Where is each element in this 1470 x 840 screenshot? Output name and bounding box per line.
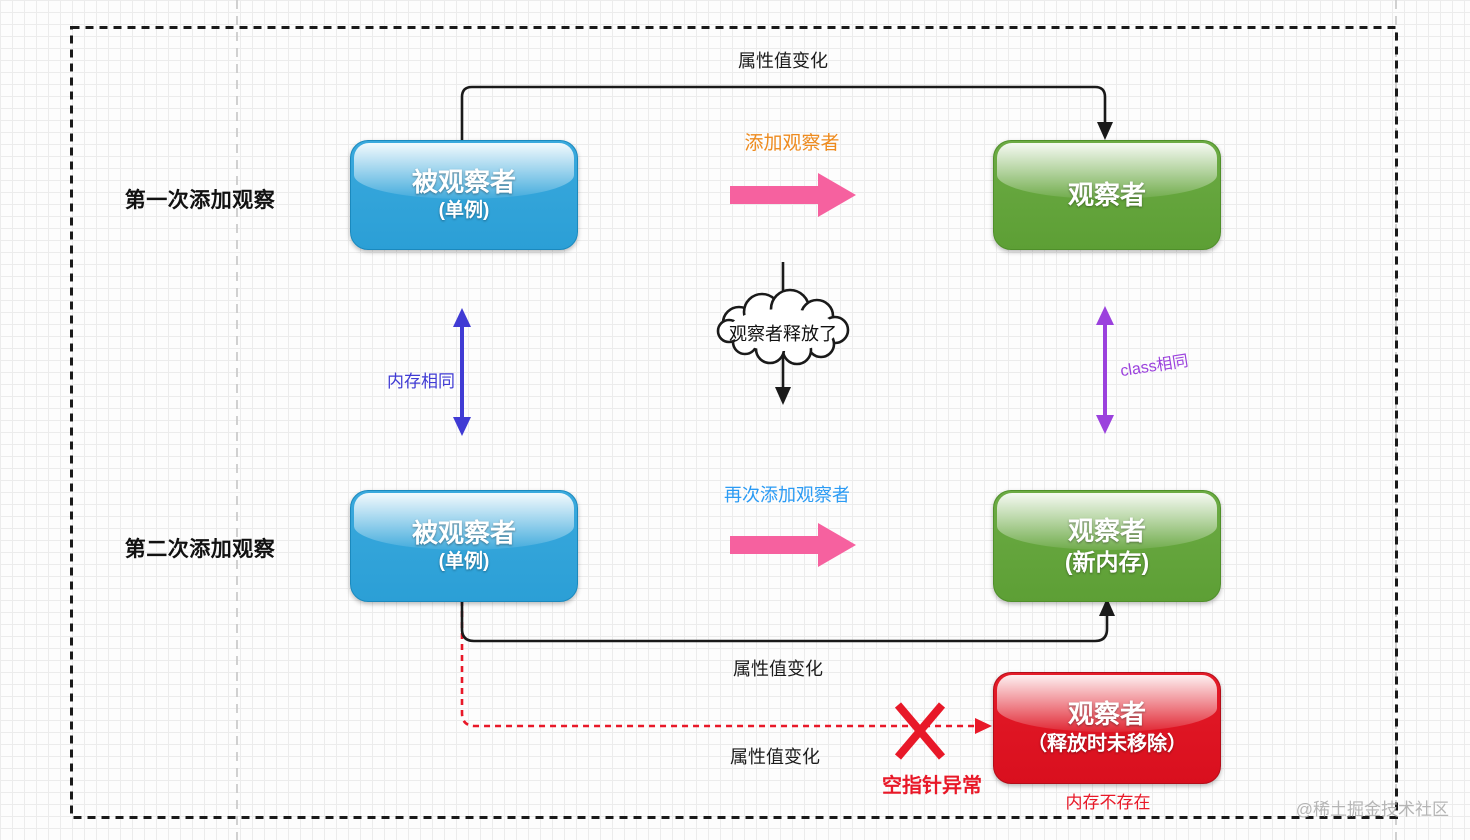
node-title: 观察者 — [1067, 516, 1146, 546]
node-title: 被观察者 — [411, 518, 516, 548]
guide-lines — [236, 0, 1397, 840]
pink-block-arrow-2 — [730, 523, 856, 567]
label-attr-change-bottom: 属性值变化 — [730, 747, 820, 767]
error-x-icon — [894, 702, 946, 760]
pink-block-arrow-1 — [730, 173, 856, 217]
node-subtitle: (单例) — [438, 200, 490, 221]
node-title: 观察者 — [1067, 699, 1146, 729]
red-dashed-arrowhead — [975, 718, 992, 734]
node-title: 观察者 — [1067, 180, 1146, 210]
label-attr-change-mid: 属性值变化 — [733, 659, 823, 679]
diagram-dashed-border — [70, 26, 1398, 819]
node-subtitle: (单例) — [438, 551, 490, 572]
label-re-add-observer: 再次添加观察者 — [724, 485, 850, 505]
row1-label: 第一次添加观察 — [124, 189, 276, 212]
pink-block-arrows — [730, 173, 856, 567]
black-arrowheads — [775, 122, 1115, 616]
node-observer-released: 观察者 （释放时未移除） — [993, 672, 1221, 784]
label-add-observer: 添加观察者 — [744, 133, 840, 154]
node-subtitle: (新内存) — [1064, 549, 1150, 575]
node-observer-2: 观察者 (新内存) — [993, 490, 1221, 602]
label-memory-same: 内存相同 — [387, 372, 455, 391]
label-memory-not-exist: 内存不存在 — [1065, 793, 1151, 812]
cloud-shape — [716, 288, 850, 366]
node-observed-2: 被观察者 (单例) — [350, 490, 578, 602]
node-observer-1: 观察者 — [993, 140, 1221, 250]
row2-label: 第二次添加观察 — [124, 538, 276, 561]
watermark: @稀土掘金技术社区 — [1295, 800, 1449, 819]
label-null-pointer: 空指针异常 — [882, 775, 982, 797]
node-observed-1: 被观察者 (单例) — [350, 140, 578, 250]
node-subtitle: （释放时未移除） — [1027, 733, 1187, 755]
node-title: 被观察者 — [411, 167, 516, 197]
label-attr-change-top: 属性值变化 — [738, 51, 828, 71]
cloud-label: 观察者释放了 — [729, 324, 837, 344]
red-dashed-arrow — [460, 600, 977, 728]
top-elbow-arrow — [460, 85, 1107, 140]
memory-same-arrowheads — [453, 308, 471, 436]
row2-elbow-arrow — [460, 600, 1109, 643]
class-same-arrowheads — [1096, 306, 1114, 434]
